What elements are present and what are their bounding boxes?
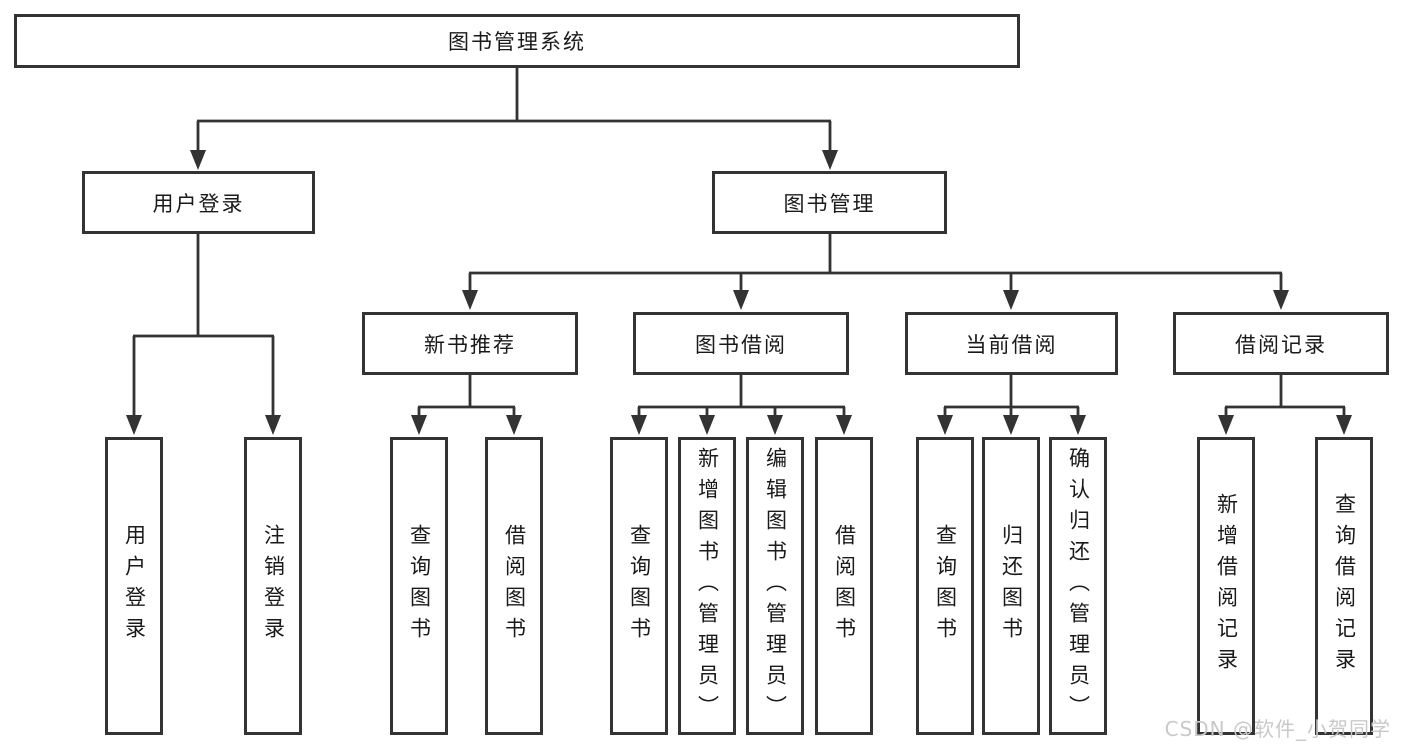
- arrowhead-icon: [506, 415, 522, 435]
- arrowhead-icon: [265, 415, 281, 435]
- arrowhead-icon: [1003, 290, 1019, 310]
- leaf-query-borrow-record: 查询借阅记录: [1315, 437, 1373, 735]
- arrowhead-icon: [411, 415, 427, 435]
- arrowhead-icon: [822, 150, 838, 170]
- leaf-query-books: 查询图书: [916, 437, 974, 735]
- connector-bookmgmt-to-level3: [468, 234, 1283, 297]
- node-label: 用户登录: [152, 191, 245, 216]
- node-label: 确认归还（管理员）: [1066, 446, 1091, 726]
- node-label: 借阅图书: [502, 524, 527, 648]
- node-borrowing-records: 借阅记录: [1173, 312, 1389, 375]
- node-label: 图书管理: [783, 191, 876, 216]
- node-new-book-recommend: 新书推荐: [362, 312, 578, 375]
- leaf-query-books: 查询图书: [610, 437, 668, 735]
- node-label: 借阅记录: [1235, 332, 1327, 357]
- arrowhead-icon: [699, 415, 715, 435]
- node-book-management: 图书管理: [712, 171, 947, 234]
- connector-records-to-leaves: [1224, 375, 1346, 422]
- node-label: 新增图书（管理员）: [695, 446, 720, 726]
- leaf-borrow-books: 借阅图书: [815, 437, 873, 735]
- node-label: 查询借阅记录: [1332, 493, 1357, 679]
- arrowhead-icon: [1003, 415, 1019, 435]
- leaf-borrow-books: 借阅图书: [485, 437, 543, 735]
- node-label: 图书借阅: [695, 332, 787, 357]
- leaf-query-books: 查询图书: [390, 437, 448, 735]
- connector-root-to-level2: [196, 68, 832, 158]
- node-book-borrowing: 图书借阅: [633, 312, 849, 375]
- node-label: 图书管理系统: [448, 30, 586, 54]
- arrowhead-icon: [767, 415, 783, 435]
- connector-bookborrow-to-leaves: [637, 375, 846, 422]
- arrowhead-icon: [1336, 415, 1352, 435]
- node-label: 查询图书: [933, 524, 958, 648]
- node-label: 当前借阅: [965, 332, 1058, 357]
- leaf-return-books: 归还图书: [982, 437, 1040, 735]
- arrowhead-icon: [733, 290, 749, 310]
- leaf-add-books-admin: 新增图书（管理员）: [678, 437, 736, 735]
- leaf-add-borrow-record: 新增借阅记录: [1197, 437, 1255, 735]
- leaf-user-login: 用户登录: [105, 437, 163, 735]
- node-user-login: 用户登录: [82, 171, 315, 234]
- leaf-edit-books-admin: 编辑图书（管理员）: [746, 437, 804, 735]
- node-label: 注销登录: [261, 524, 286, 648]
- arrowhead-icon: [1218, 415, 1234, 435]
- arrowhead-icon: [462, 290, 478, 310]
- node-label: 归还图书: [999, 524, 1024, 648]
- arrowhead-icon: [937, 415, 953, 435]
- arrowhead-icon: [836, 415, 852, 435]
- leaf-confirm-return-admin: 确认归还（管理员）: [1049, 437, 1107, 735]
- connector-currentborrow-to-leaves: [943, 375, 1080, 422]
- arrowhead-icon: [190, 150, 206, 170]
- node-current-borrowing: 当前借阅: [905, 312, 1118, 375]
- leaf-logout: 注销登录: [244, 437, 302, 735]
- node-label: 借阅图书: [832, 524, 857, 648]
- arrowhead-icon: [631, 415, 647, 435]
- node-label: 查询图书: [627, 524, 652, 648]
- arrowhead-icon: [1273, 290, 1289, 310]
- node-library-management-system: 图书管理系统: [14, 14, 1020, 68]
- csdn-watermark: CSDN @软件_小贺同学: [1164, 717, 1391, 741]
- arrowheads: [126, 150, 1352, 435]
- node-label: 查询图书: [407, 524, 432, 648]
- connector-newbook-to-leaves: [417, 375, 516, 422]
- node-label: 新增借阅记录: [1214, 493, 1239, 679]
- node-label: 用户登录: [122, 524, 147, 648]
- arrowhead-icon: [126, 415, 142, 435]
- arrowhead-icon: [1070, 415, 1086, 435]
- node-label: 编辑图书（管理员）: [763, 446, 788, 726]
- connector-userlogin-to-leaves: [132, 234, 275, 421]
- node-label: 新书推荐: [424, 332, 516, 357]
